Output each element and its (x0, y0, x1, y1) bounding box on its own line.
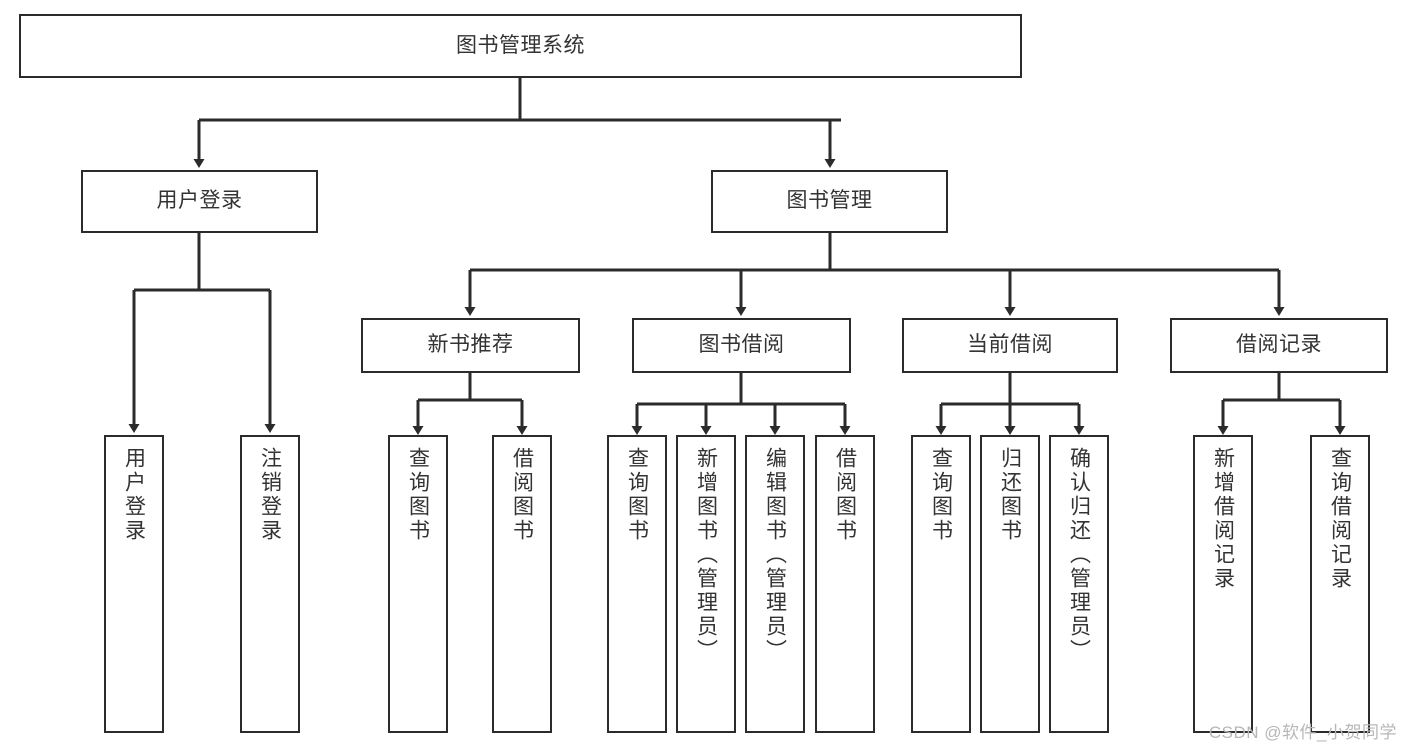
leaf-user-login[interactable]: 用户登录 (104, 435, 164, 733)
node-label: 查询图书 (929, 447, 953, 543)
node-borrow-records[interactable]: 借阅记录 (1170, 318, 1388, 373)
node-label: 图书管理系统 (456, 33, 585, 57)
node-label: 借阅记录 (1236, 333, 1322, 357)
leaf-logout[interactable]: 注销登录 (240, 435, 300, 733)
node-label: 确认归还（管理员） (1067, 447, 1091, 663)
node-label: 查询图书 (625, 447, 649, 543)
leaf-query-borrow-record[interactable]: 查询借阅记录 (1310, 435, 1370, 733)
node-new-book-recommend[interactable]: 新书推荐 (361, 318, 580, 373)
node-label: 用户登录 (156, 189, 243, 213)
leaf-borrow-book[interactable]: 借阅图书 (815, 435, 875, 733)
node-book-borrow[interactable]: 图书借阅 (632, 318, 851, 373)
node-label: 当前借阅 (967, 333, 1053, 357)
node-label: 查询图书 (406, 447, 430, 543)
leaf-query-book-borrow[interactable]: 查询图书 (607, 435, 667, 733)
node-label: 用户登录 (122, 447, 146, 543)
node-label: 归还图书 (998, 447, 1022, 543)
node-current-borrow[interactable]: 当前借阅 (902, 318, 1118, 373)
node-book-management[interactable]: 图书管理 (711, 170, 948, 233)
leaf-add-borrow-record[interactable]: 新增借阅记录 (1193, 435, 1253, 733)
node-label: 图书借阅 (698, 333, 785, 357)
watermark: CSDN @软件_小贺同学 (1208, 723, 1397, 742)
node-root-system[interactable]: 图书管理系统 (19, 14, 1022, 78)
node-label: 新增图书（管理员） (694, 447, 718, 663)
leaf-borrow-book-recommend[interactable]: 借阅图书 (492, 435, 552, 733)
node-label: 图书管理 (786, 189, 873, 213)
node-label: 借阅图书 (833, 447, 857, 543)
leaf-query-book-recommend[interactable]: 查询图书 (388, 435, 448, 733)
node-label: 编辑图书（管理员） (763, 447, 787, 663)
node-label: 新书推荐 (427, 333, 514, 357)
node-user-login[interactable]: 用户登录 (81, 170, 318, 233)
node-label: 借阅图书 (510, 447, 534, 543)
leaf-edit-book-admin[interactable]: 编辑图书（管理员） (745, 435, 805, 733)
node-label: 新增借阅记录 (1211, 447, 1235, 591)
node-label: 注销登录 (258, 447, 282, 543)
leaf-confirm-return-admin[interactable]: 确认归还（管理员） (1049, 435, 1109, 733)
node-label: 查询借阅记录 (1328, 447, 1352, 591)
leaf-query-book-current[interactable]: 查询图书 (911, 435, 971, 733)
leaf-add-book-admin[interactable]: 新增图书（管理员） (676, 435, 736, 733)
leaf-return-book[interactable]: 归还图书 (980, 435, 1040, 733)
